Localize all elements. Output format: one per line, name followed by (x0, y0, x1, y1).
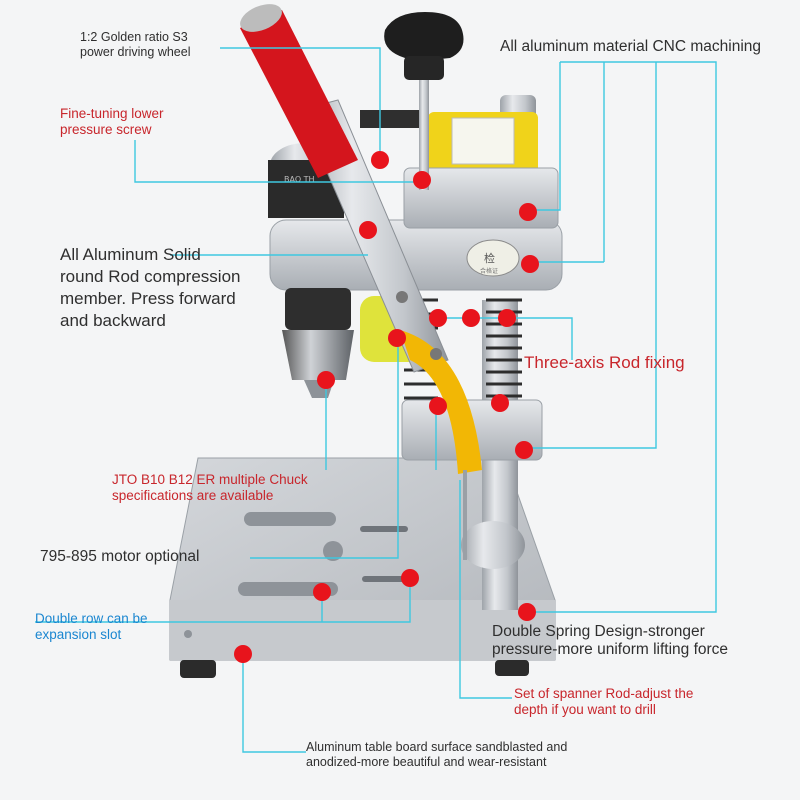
inspection-seal-sub: 合格证 (480, 267, 498, 275)
label-double-spring: Double Spring Design-stronger pressure-m… (492, 623, 729, 659)
callout-lines (35, 47, 717, 753)
red-handle (240, 4, 358, 178)
label-all-aluminum-cnc: All aluminum material CNC machining (500, 38, 762, 55)
label-spanner-rod: Set of spanner Rod-adjust the depth if y… (514, 686, 694, 717)
head-block: 检 合格证 (269, 167, 563, 461)
label-table-board: Aluminum table board surface sandblasted… (306, 740, 568, 769)
base-plate (169, 457, 556, 678)
label-three-axis: Three-axis Rod fixing (524, 353, 685, 372)
red-markers (234, 151, 539, 663)
inspection-seal: 检 (484, 251, 495, 265)
belt-label: BAO TH (284, 175, 315, 184)
drive-wheel: BAO TH (268, 110, 420, 218)
label-motor: 795-895 motor optional (40, 548, 200, 565)
depth-rod (463, 470, 467, 560)
label-solid-rod: All Aluminum Solid round Rod compression… (60, 245, 241, 331)
label-golden-ratio: 1:2 Golden ratio S3 power driving wheel (80, 30, 191, 59)
label-chuck: JTO B10 B12 ER multiple Chuck specificat… (112, 472, 308, 503)
label-double-row: Double row can be expansion slot (35, 611, 148, 642)
top-knob (384, 12, 464, 190)
label-fine-tuning: Fine-tuning lower pressure screw (60, 106, 164, 137)
